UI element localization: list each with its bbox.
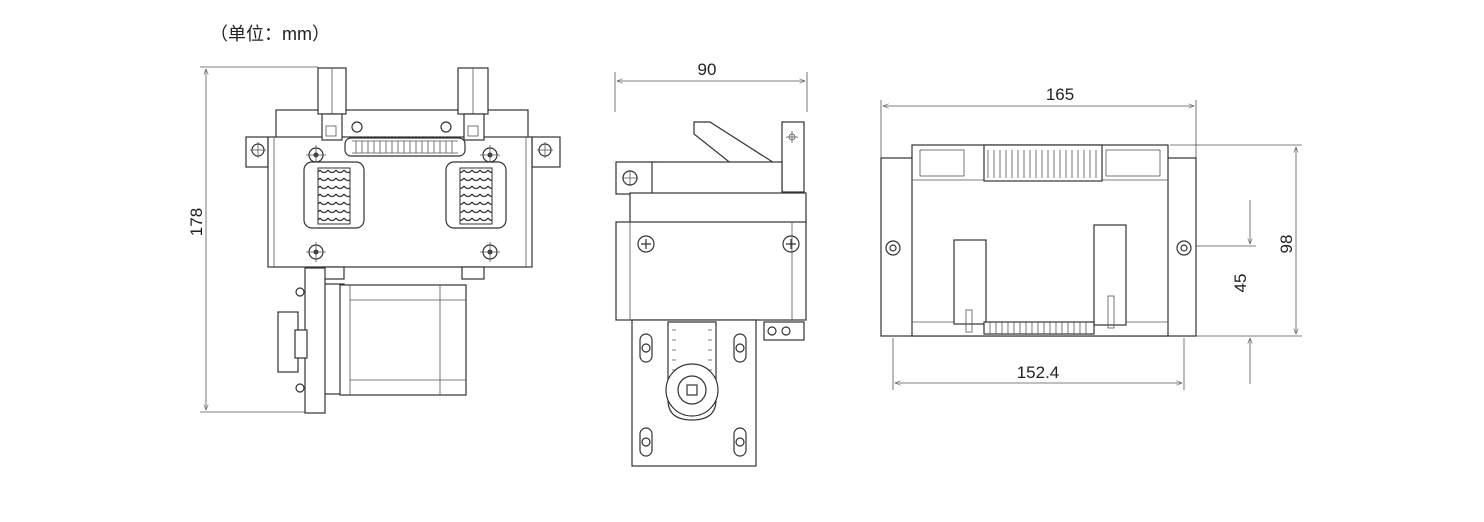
motor-plate bbox=[304, 267, 326, 414]
unit-label: （单位：mm） bbox=[210, 24, 330, 44]
left-flange bbox=[245, 136, 269, 168]
motor-body bbox=[339, 284, 467, 396]
dim-width-top: 165 bbox=[880, 85, 1197, 158]
screw-side-left bbox=[637, 235, 655, 253]
dim-label-98: 98 bbox=[1277, 235, 1296, 254]
top-view: 165 98 45 152.4 bbox=[880, 85, 1302, 390]
dim-width-side: 90 bbox=[614, 60, 808, 112]
dim-inner-height: 45 bbox=[1196, 200, 1256, 384]
dim-label-178: 178 bbox=[187, 208, 206, 236]
screw-top-left bbox=[885, 240, 901, 256]
screw-top-right bbox=[1176, 240, 1192, 256]
side-view: 90 bbox=[614, 60, 808, 467]
dim-label-90: 90 bbox=[698, 60, 717, 79]
connector-strip bbox=[344, 137, 466, 157]
dim-label-152-4: 152.4 bbox=[1017, 363, 1060, 382]
pulley bbox=[665, 363, 719, 417]
spring-right bbox=[459, 167, 493, 225]
upper-connector bbox=[983, 144, 1103, 182]
main-block bbox=[615, 221, 807, 321]
slot-right bbox=[1093, 224, 1127, 326]
right-flange bbox=[531, 136, 561, 168]
spring-left bbox=[317, 167, 351, 225]
top-plate bbox=[275, 109, 529, 139]
front-view: 178 bbox=[187, 66, 561, 414]
dim-height-front: 178 bbox=[187, 66, 318, 413]
dim-height-top: 98 bbox=[1170, 144, 1302, 337]
screw-side-right bbox=[782, 235, 800, 253]
dim-inner-width: 152.4 bbox=[892, 338, 1185, 390]
dim-label-45: 45 bbox=[1231, 274, 1250, 293]
bottom-comb bbox=[983, 321, 1095, 335]
main-block-top bbox=[629, 192, 807, 224]
slot-left bbox=[953, 239, 987, 325]
dim-label-165: 165 bbox=[1046, 85, 1074, 104]
